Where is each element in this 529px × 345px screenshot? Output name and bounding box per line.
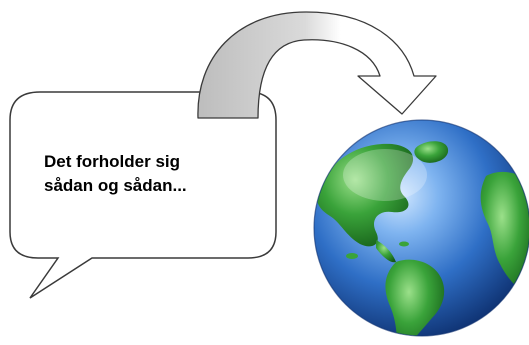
curved-arrow-icon [198, 12, 436, 118]
speech-bubble-line-2: sådan og sådan... [44, 174, 264, 198]
speech-bubble-text: Det forholder sig sådan og sådan... [44, 150, 264, 198]
globe-icon [314, 120, 529, 345]
speech-bubble-line-1: Det forholder sig [44, 150, 264, 174]
